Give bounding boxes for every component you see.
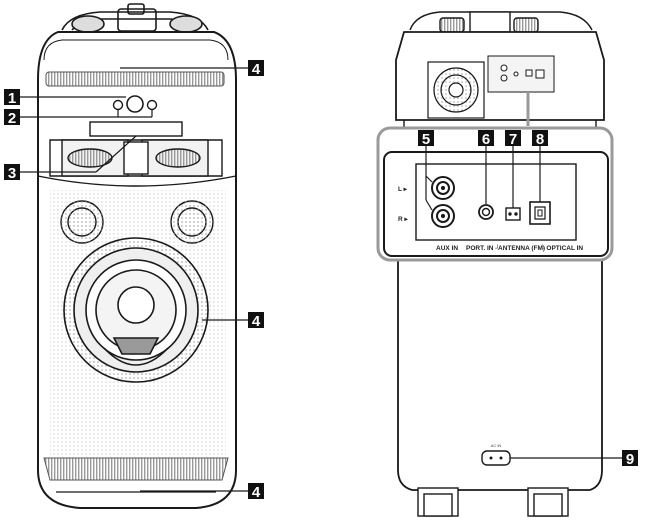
rear-connector-panel-small bbox=[487, 55, 555, 93]
rear-feet bbox=[417, 487, 569, 517]
tweeter-section bbox=[37, 139, 237, 187]
svg-text:8: 8 bbox=[536, 131, 544, 148]
front-callout-lines bbox=[18, 67, 248, 492]
rear-view: AC IN bbox=[395, 11, 622, 517]
callout-7: 7 bbox=[505, 130, 521, 148]
callout-5: 5 bbox=[418, 130, 434, 148]
svg-text:R ▸: R ▸ bbox=[398, 216, 409, 223]
svg-text:9: 9 bbox=[626, 451, 634, 468]
callout-4-bottom: 4 bbox=[248, 483, 264, 501]
svg-text:AUX IN: AUX IN bbox=[436, 245, 458, 252]
svg-text:4: 4 bbox=[252, 484, 261, 501]
callout-9: 9 bbox=[622, 450, 638, 468]
rear-top-handle bbox=[409, 11, 593, 33]
callout-2: 2 bbox=[4, 109, 20, 127]
svg-text:AC IN: AC IN bbox=[491, 443, 502, 448]
top-lighting-strip bbox=[45, 71, 225, 87]
svg-text:4: 4 bbox=[252, 313, 261, 330]
guitar-jack bbox=[146, 99, 158, 111]
callout-8: 8 bbox=[532, 130, 548, 148]
front-top-handle bbox=[61, 3, 209, 33]
display-window bbox=[89, 121, 183, 137]
svg-text:L ▸: L ▸ bbox=[398, 186, 408, 193]
callout-1: 1 bbox=[4, 89, 20, 107]
port-in-jack bbox=[478, 204, 494, 220]
fan-grille bbox=[427, 61, 485, 119]
woofer bbox=[63, 237, 209, 383]
aux-in-jacks bbox=[431, 176, 455, 228]
front-view bbox=[37, 3, 237, 509]
svg-text:6: 6 bbox=[482, 131, 490, 148]
control-knob-center bbox=[126, 95, 144, 113]
rear-panel-zoom: L ▸ R ▸ AUX IN PORT. IN ┘ bbox=[376, 126, 614, 262]
svg-text:3: 3 bbox=[8, 165, 16, 182]
svg-text:PORT. IN ┘: PORT. IN ┘ bbox=[466, 244, 500, 252]
callout-4-top: 4 bbox=[248, 60, 264, 78]
svg-text:└ OPTICAL IN: └ OPTICAL IN bbox=[540, 244, 583, 252]
mic-jack bbox=[112, 99, 124, 111]
bottom-lighting-strip bbox=[43, 457, 229, 481]
svg-text:5: 5 bbox=[422, 131, 430, 148]
svg-text:4: 4 bbox=[252, 61, 261, 78]
svg-text:2: 2 bbox=[8, 110, 16, 127]
svg-text:7: 7 bbox=[509, 131, 517, 148]
svg-text:ANTENNA (FM): ANTENNA (FM) bbox=[498, 245, 545, 252]
callout-6: 6 bbox=[478, 130, 494, 148]
callout-3: 3 bbox=[4, 164, 20, 182]
callout-4-middle: 4 bbox=[248, 312, 264, 330]
rear-callout-lines bbox=[425, 146, 541, 211]
svg-text:1: 1 bbox=[8, 90, 16, 107]
antenna-connector bbox=[505, 207, 521, 221]
optical-in-port bbox=[529, 201, 551, 225]
